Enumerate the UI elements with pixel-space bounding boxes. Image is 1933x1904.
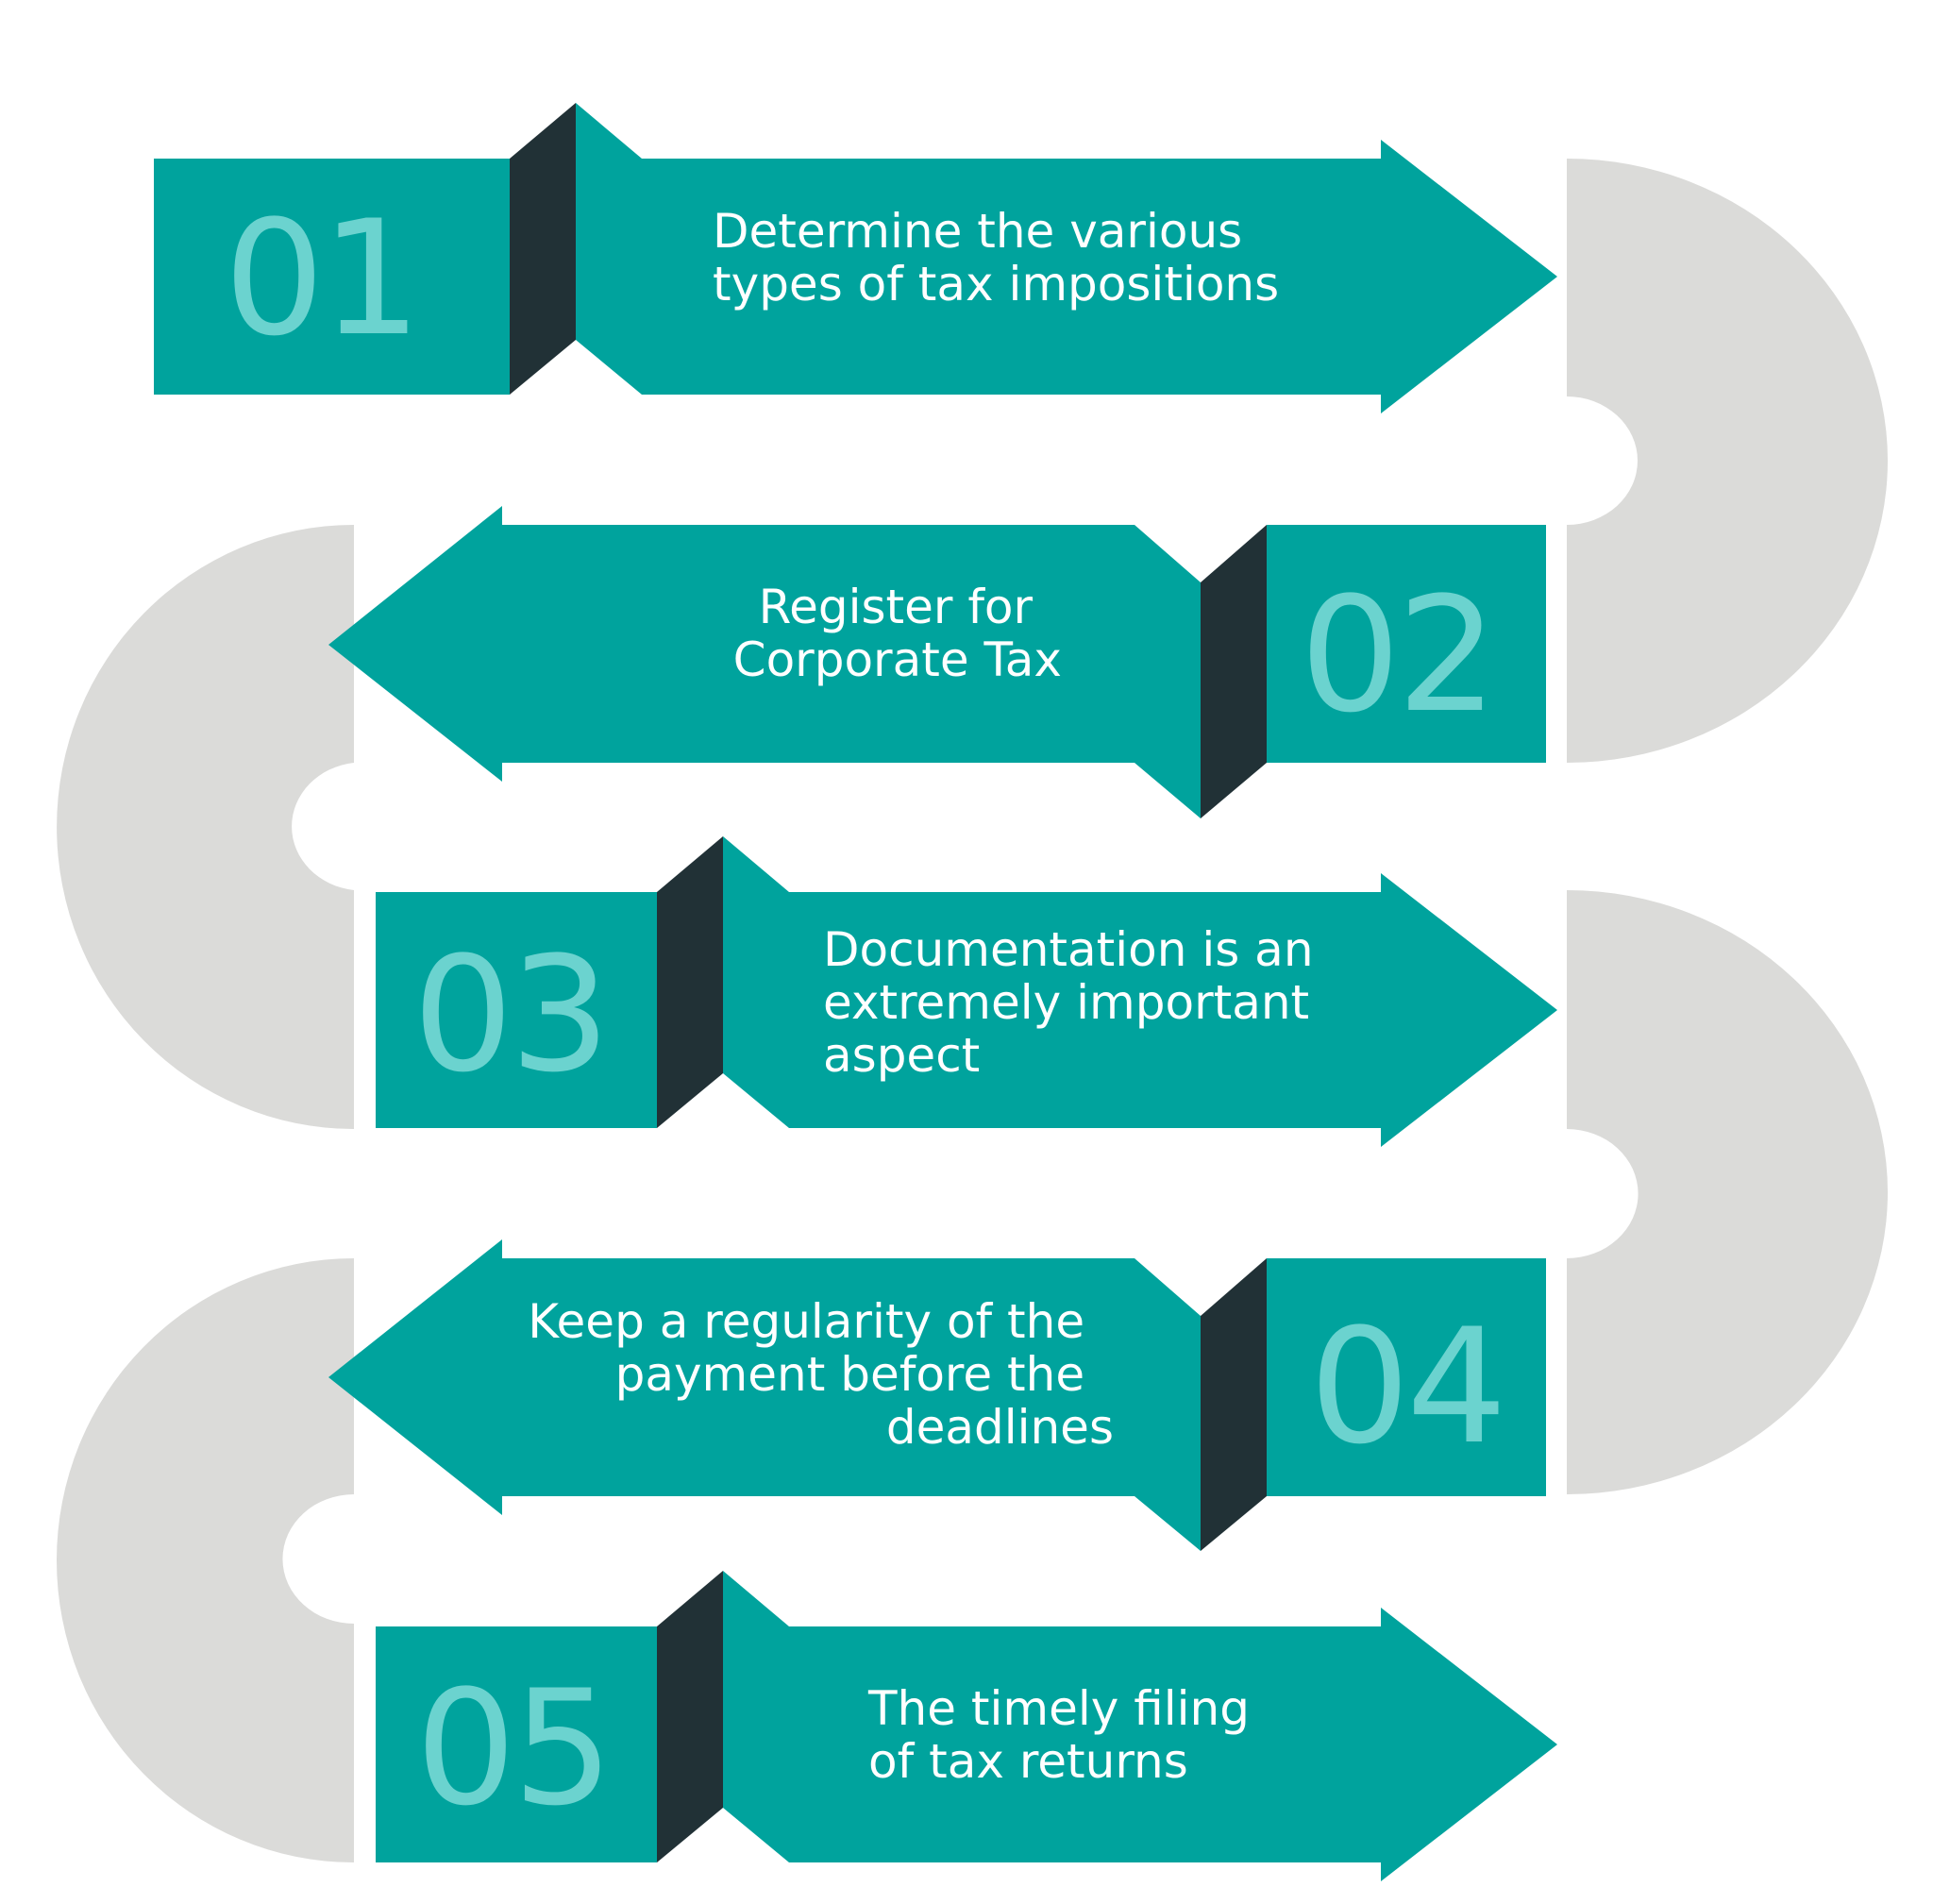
connector-curve-right-2: [1567, 890, 1888, 1494]
step-03-number: 03: [412, 922, 607, 1107]
step-04: 04 Keep a regularity of the payment befo…: [328, 1239, 1546, 1551]
step-05-text: The timely filing of tax returns: [867, 1681, 1265, 1789]
step-02-text: Register for Corporate Tax: [733, 580, 1062, 687]
step-03-arrow: [723, 836, 1557, 1147]
step-03-number-box: [376, 892, 657, 1128]
step-01-fold: [510, 103, 576, 395]
step-01: 01 Determine the various types of tax im…: [154, 103, 1557, 413]
step-05-number-box: [376, 1626, 657, 1862]
step-01-number: 01: [224, 186, 418, 371]
step-04-number-box: [1267, 1258, 1546, 1496]
step-03-fold: [657, 836, 723, 1128]
step-05-arrow: [723, 1571, 1557, 1881]
step-05: 05 The timely filing of tax returns: [376, 1571, 1557, 1881]
step-02-number: 02: [1300, 563, 1494, 748]
connector-curve-left-2: [57, 1258, 354, 1862]
step-04-text: Keep a regularity of the payment before …: [528, 1294, 1114, 1455]
connector-curve-left-1: [57, 525, 355, 1129]
connector-curve-right-1: [1567, 159, 1888, 763]
step-01-arrow: [576, 103, 1557, 413]
step-05-fold: [657, 1571, 723, 1862]
step-01-text: Determine the various types of tax impos…: [713, 204, 1279, 312]
step-05-number: 05: [415, 1656, 610, 1841]
step-04-number: 04: [1309, 1294, 1504, 1479]
step-02-arrow: [328, 506, 1201, 818]
step-03-text: Documentation is an extremely important …: [823, 922, 1328, 1083]
step-04-fold: [1201, 1258, 1267, 1551]
step-03: 03 Documentation is an extremely importa…: [376, 836, 1557, 1147]
step-02-fold: [1201, 525, 1267, 818]
connector-path: [57, 159, 1888, 1862]
step-02: 02 Register for Corporate Tax: [328, 506, 1546, 818]
step-02-number-box: [1267, 525, 1546, 763]
step-01-number-box: [154, 159, 510, 395]
step-04-arrow: [328, 1239, 1201, 1551]
